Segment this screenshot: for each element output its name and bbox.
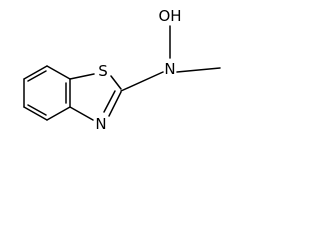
sulfur-atom-label: S <box>98 62 108 80</box>
bond-s-c2 <box>110 75 122 90</box>
bond-benzene-double-2 <box>27 104 47 116</box>
bond-benzene-1 <box>46 65 71 80</box>
exocyclic-nitrogen-atom-label: N <box>164 60 175 78</box>
bond-benzene-5 <box>46 106 71 121</box>
bond-benzene-2 <box>23 65 48 80</box>
ring-nitrogen-atom-label: N <box>95 115 106 133</box>
bond-c2-n <box>120 71 164 92</box>
bond-c3a-n <box>69 106 94 121</box>
bond-c7a-s <box>69 73 95 80</box>
bond-n-c2 <box>108 91 122 117</box>
structure-diagram: S N N OH <box>23 7 221 133</box>
bond-n-methyl <box>176 67 221 73</box>
bond-n-c2-double <box>103 90 116 113</box>
bond-benzene-4 <box>23 106 48 121</box>
hydroxyl-label: OH <box>158 7 181 25</box>
bond-benzene-double-1 <box>27 70 47 82</box>
